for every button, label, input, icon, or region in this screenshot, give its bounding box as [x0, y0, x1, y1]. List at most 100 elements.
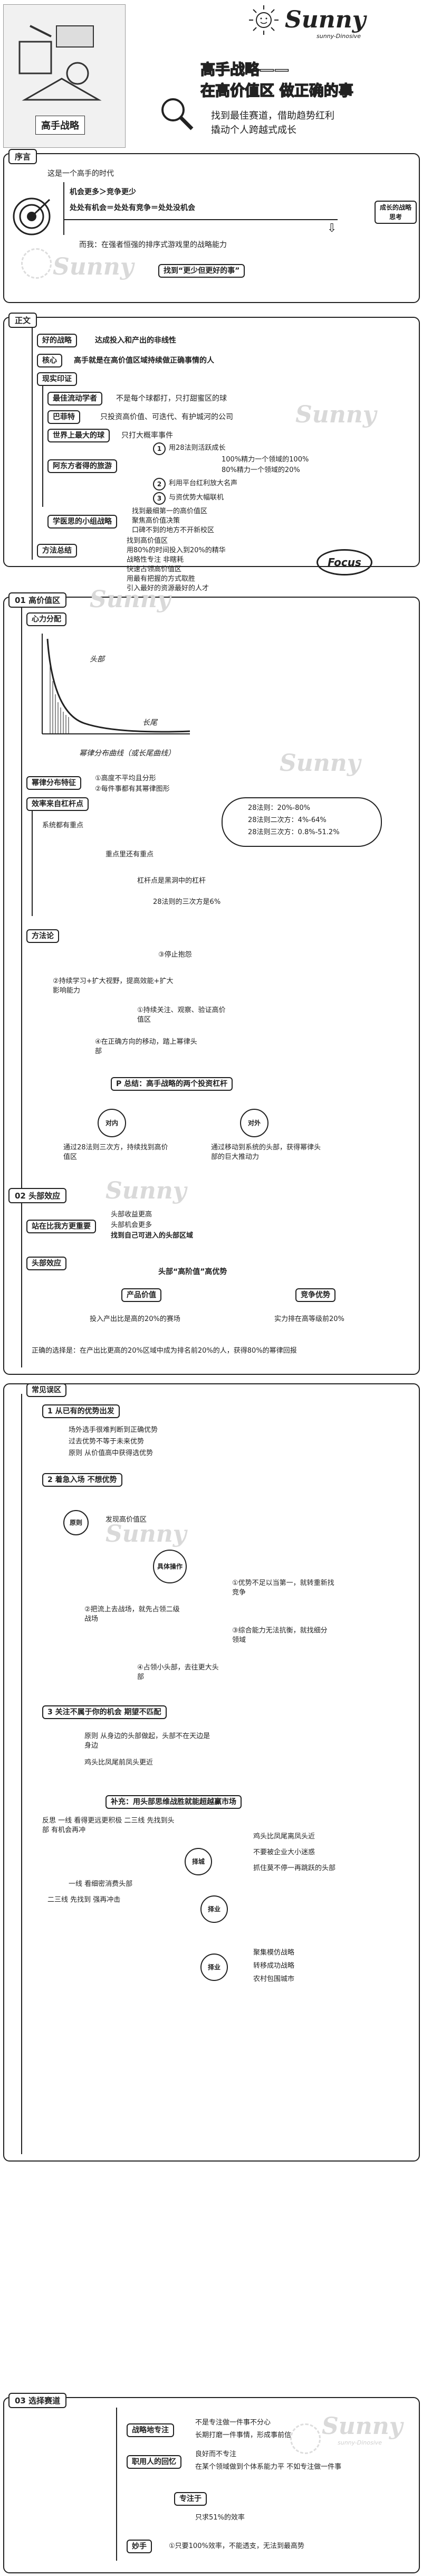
sun-logo-icon — [248, 4, 280, 36]
s5-wonder-label: 妙手 — [127, 2540, 152, 2553]
chart-head-label: 头部 — [90, 655, 104, 664]
meth-4: ④在正确方向的移动，踏上幂律头部 — [95, 1038, 197, 1055]
blue-label: 阿东方者得的旅游 — [47, 459, 117, 473]
method-2: 用80%的时间投入到20%的精华 — [127, 546, 226, 554]
learn-label: 学医思的小组战略 — [47, 515, 117, 529]
magnifier-icon — [158, 95, 195, 132]
cloud-3: 28法则三次方：0.8%-51.2% — [248, 828, 340, 836]
supp-e: 不要被企业大小迷惑 — [253, 1848, 315, 1856]
section-main-tag: 正文 — [8, 313, 37, 328]
watermark: Sunny — [53, 253, 134, 280]
watermark-sub: sunny-Dinosive — [338, 2439, 382, 2446]
power-label: 幂律分布特征 — [26, 776, 81, 790]
s5-j-text2: 在某个领域做到个体系能力平 不如专注做一件事 — [195, 2463, 342, 2471]
target-icon — [11, 195, 53, 238]
supp-g: 聚集模仿战略 — [253, 1949, 295, 1957]
section-main-frame — [3, 317, 420, 567]
method-5: 用最有把握的方式取胜 — [127, 575, 196, 583]
meth-2: ②持续学习+扩大视野，提高效能+扩大影响能力 — [53, 977, 174, 995]
err2-d: ①优势不足以当第一，就转重新找竞争 — [232, 1579, 334, 1597]
s5-wonder-text: ①只要100%效率，不能透支，无法到最高势 — [169, 2542, 304, 2550]
buffett-label: 巴菲特 — [47, 410, 80, 424]
s5-s-label: 战略地专注 — [127, 2423, 174, 2437]
method-6: 引入最好的资源最好的人才 — [127, 584, 209, 592]
supp-b: 一线 看细密消费头部 — [69, 1880, 133, 1888]
preface-line4: 找到“更少但更好的事” — [158, 264, 245, 278]
section-s4-tag: 02 头部效应 — [8, 1188, 67, 1203]
power-2: ②每件事都有其幂律图形 — [95, 785, 170, 793]
err1-b: 过去优势不等于未来优势 — [69, 1438, 145, 1446]
err1: 1 从已有的优势出发 — [42, 1404, 120, 1418]
learn-1: 找到最细第一的高价值区 — [132, 507, 208, 515]
main-title-2: 在高价值区 做正确的事 — [200, 81, 353, 100]
method-label: 方法总结 — [37, 544, 77, 558]
cloud-box — [222, 797, 382, 847]
learn-2: 聚焦高价值决策 — [132, 517, 180, 525]
head-right-label: 竞争优势 — [295, 1288, 335, 1302]
head-sub: 头部“高阶值”高优势 — [158, 1268, 227, 1276]
s5-j-text: 良好而不专注 — [195, 2450, 237, 2458]
s5-focus-a: 只求51%的效率 — [195, 2514, 245, 2522]
strong-text: 只打大概率事件 — [121, 431, 173, 440]
err2-e: ②把流上去战场，就先占领二级战场 — [84, 1606, 180, 1623]
eff-4: 28法则的三次方是6% — [153, 898, 221, 906]
main-title-1: 高手战略—— — [200, 60, 290, 79]
good-strategy-text: 达成投入和产出的非线性 — [95, 336, 176, 345]
s3-left-text: 通过28法则三次方，持续找到高价值区 — [63, 1144, 168, 1161]
head-left-text: 投入产出比是高的20%的赛场 — [90, 1315, 180, 1323]
section-s4-frame — [3, 1383, 420, 2162]
cases-label: 现实印证 — [37, 372, 77, 386]
head-left-label: 产品价值 — [121, 1288, 161, 1302]
section-preface-frame — [3, 153, 420, 303]
head-right-text: 实力排在高等级前20% — [274, 1315, 344, 1323]
cover-title: 高手战略 — [35, 116, 85, 135]
s5-j-label: 职用人的回忆 — [127, 2455, 181, 2469]
err2-b: 发现高价值区 — [106, 1516, 147, 1524]
cloud-1: 28法则：20%-80% — [248, 804, 311, 812]
watermark: Sunny — [322, 2413, 403, 2440]
subtitle-1: 找到最佳赛道，借助趋势红利 — [211, 110, 334, 121]
method-3: 战略性专注 非瞎耗 — [127, 556, 184, 564]
err2-a: 原则 — [63, 1510, 89, 1535]
method-4: 快速占领高价值区 — [127, 565, 182, 573]
power-law-chart — [37, 628, 195, 744]
blue-item3: 与资优势大幅联机 — [169, 494, 224, 502]
s5-s-text2: 长期打磨一件事情，形成事前信 — [195, 2431, 292, 2439]
supp-h: 转移成功战略 — [253, 1962, 295, 1970]
focus-badge: Focus — [316, 549, 372, 575]
chart-tail-label: 长尾 — [142, 719, 157, 727]
watermark: Sunny — [295, 401, 377, 428]
watermark: Sunny — [106, 1521, 187, 1548]
preface-line1: 机会更多＞竞争更少 — [70, 188, 136, 196]
supp: 补充：用头部思维战胜就能超越赢市场 — [106, 1795, 242, 1809]
subtitle-2: 撬动个人跨越式成长 — [211, 125, 296, 136]
core-text: 高手就是在高价值区域持续做正确事情的人 — [74, 356, 214, 365]
err2: 2 着急入场 不想优势 — [42, 1473, 122, 1487]
err3: 3 关注不属于你的机会 期望不匹配 — [42, 1705, 167, 1719]
good-strategy-label: 好的战略 — [37, 334, 77, 347]
eff-3: 杠杆点是黑洞中的杠杆 — [137, 877, 206, 885]
chart-axis-label: 幂律分布曲线（或长尾曲线） — [79, 749, 175, 758]
eff-2: 重点里还有重点 — [106, 851, 154, 858]
stand-2: 头部机会更多 — [111, 1221, 152, 1229]
brand-sub: sunny-Dinosive — [316, 33, 361, 40]
preface-era: 这是一个高手的时代 — [47, 169, 114, 178]
learn-3: 口碑不到的地方不开新校区 — [132, 526, 215, 534]
meth-1: ③停止抱怨 — [158, 951, 192, 959]
blue-item1: 用28法则活跃成长 — [169, 444, 226, 452]
supp-a: 反思 一线 看得更远更积极 二三线 先找到头部 有机会再冲 — [42, 1817, 175, 1834]
side-b: 择业 — [200, 1895, 228, 1923]
watermark: Sunny — [90, 586, 171, 613]
supp-d: 鸡头比凤尾离凤头近 — [253, 1833, 315, 1841]
cover-art — [14, 21, 109, 110]
method-1: 找到高价值区 — [127, 537, 168, 545]
blue-num-1: 1 — [153, 442, 166, 455]
err3-b: 鸡头比凤尾前凤头更近 — [84, 1759, 154, 1767]
supp-f: 抓住莫不停一再跳跃的头部 — [253, 1864, 336, 1872]
err2-g: ④占领小头部，去往更大头部 — [137, 1664, 219, 1681]
meth-label: 方法论 — [26, 929, 59, 943]
watermark: Sunny — [280, 750, 361, 777]
s5-s-text: 不是专注做一件事不分心 — [195, 2419, 271, 2427]
s3-right-circle: 对外 — [240, 1109, 268, 1137]
